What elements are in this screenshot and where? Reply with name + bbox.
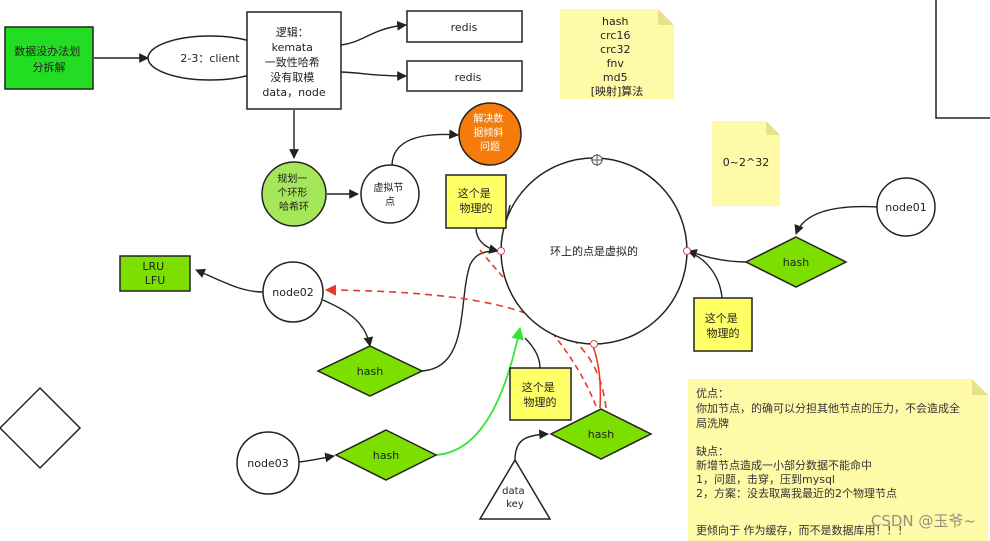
hash-algorithms-note [560,9,674,99]
virtual-node-label: 虚拟节 点 [373,181,406,208]
node02-label: node02 [272,286,313,299]
node01-label: node01 [885,201,926,214]
edge-red-dash1 [479,249,597,407]
physical-3-label: 这个是 物理的 [522,380,559,409]
edge-phys2-ring [689,252,723,299]
hash-node03-label: hash [373,449,399,462]
virtual-node [360,164,420,224]
logic-label: 逻辑： kemata 一致性哈希 没有取模 data，node [262,25,325,99]
ring-plan-label: 规划一 个环形 哈希环 [277,172,310,213]
ring-point-right [683,247,691,255]
node02 [262,261,324,323]
edge-node02-hash [322,299,374,347]
data-split-label: 数据没办法划 分拆解 [14,44,84,74]
hash-datakey-label: hash [588,428,614,441]
edge-node02-lru [195,268,264,293]
lru-lfu-label: LRU LFU [142,260,167,287]
pros-cons-note [688,379,988,541]
hash-ring-label: 环上的点是虚拟的 [550,244,638,258]
data-key-triangle [478,458,552,520]
node03-label: node03 [247,457,288,470]
edge-hash-green [435,326,524,456]
redis-bottom-label: redis [455,71,482,84]
node03 [236,431,300,495]
hash-diamond-datakey [549,408,653,460]
range-note [712,121,780,206]
edge-phys3-ring [524,337,541,369]
ring-plan-node [261,161,327,227]
edge-phys1-ring [475,227,499,254]
physical-2-label: 这个是 物理的 [705,311,742,340]
physical-box-3 [509,367,572,421]
edge-logic-redis1 [340,20,407,46]
logic-box [246,11,342,110]
edge-node01-hash [794,205,879,235]
solve-skew-node [458,102,522,166]
hash-diamond-right [744,236,848,288]
redis-box-top [406,10,523,43]
physical-box-2 [693,297,753,352]
redis-box-bottom [406,60,523,92]
hash-node02-label: hash [357,365,383,378]
hash-diamond-node03 [334,429,438,481]
empty-diamond [0,386,82,470]
range-label: 0~2^32 [723,156,769,169]
data-key-label: data key [502,486,528,510]
note-fold [972,379,988,395]
connectors [94,20,879,463]
edge-hash-ring-left [421,250,499,372]
note-fold [658,9,674,25]
node01 [876,177,936,237]
edge-datakey-hash [514,429,549,461]
pros-cons-text: 优点： 你加节点，的确可以分担其他节点的压力，不会造成全 局洗牌 缺点： 新增节… [696,387,964,537]
hash-diamond-node02 [316,345,424,397]
edge-logic-redis2 [340,71,407,81]
ring-point-bottom [590,340,598,348]
note-fold [766,121,780,135]
edge-node03-hash [298,452,335,463]
lru-lfu-box [119,255,191,292]
edge-virtual-skew [391,129,459,167]
edge-hash-ring-right [687,249,747,263]
frame-fragment [935,0,990,119]
redis-top-label: redis [451,21,478,34]
csdn-watermark: CSDN @玉爷~ [870,512,976,530]
data-split-box [4,26,94,90]
ring-point-left [497,247,505,255]
client-label: 2-3：client [180,52,240,65]
move-cursor-icon [591,154,603,166]
physical-box-1 [445,174,507,229]
hash-right-label: hash [783,256,809,269]
physical-1-label: 这个是 物理的 [458,186,495,215]
hash-algorithms-label: hash crc16 crc32 fnv md5 [映射]算法 [591,15,644,98]
solve-skew-label: 解决数 据倾斜 问题 [473,112,506,153]
